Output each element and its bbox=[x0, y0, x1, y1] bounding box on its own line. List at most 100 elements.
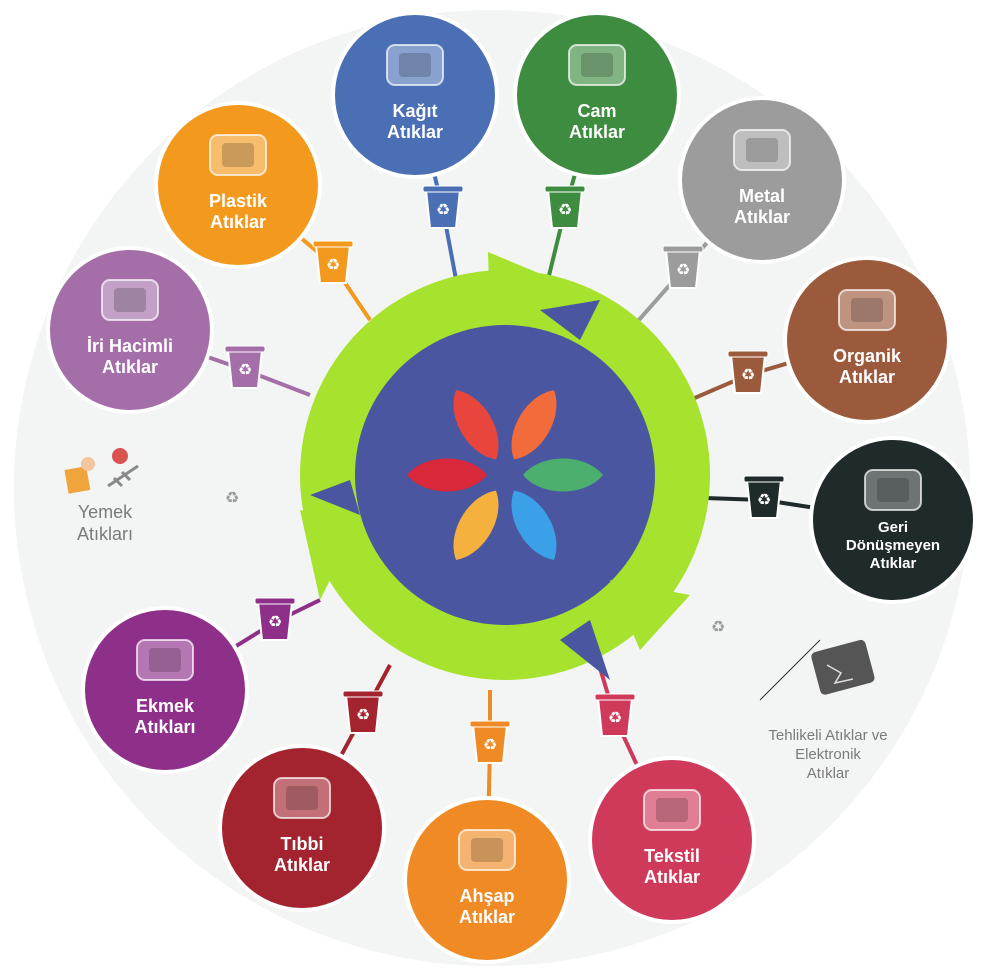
category-label-line: Tıbbi bbox=[281, 834, 324, 854]
category-label-line: Ahşap bbox=[459, 886, 514, 906]
recycle-bin-icon: ♻ bbox=[312, 240, 354, 284]
petal-red bbox=[453, 390, 499, 460]
category-nodes: KağıtAtıklar♻CamAtıklar♻MetalAtıklar♻Org… bbox=[46, 11, 977, 964]
non-recyclable-icon bbox=[864, 469, 922, 511]
loose-label-line: Yemek bbox=[78, 502, 133, 522]
recycle-bin-icon: ♻ bbox=[224, 345, 266, 389]
category-circle bbox=[85, 610, 245, 770]
recycle-bin-icon: ♻ bbox=[469, 720, 511, 764]
medical-syringe-icon bbox=[273, 777, 331, 819]
center-recycle-emblem bbox=[300, 252, 710, 680]
recycle-bin-icon: ♻ bbox=[662, 245, 704, 289]
recycle-symbol: ♻ bbox=[326, 255, 340, 274]
arrow-gap-bottom bbox=[560, 620, 610, 680]
category-circle bbox=[787, 260, 947, 420]
category-circle bbox=[158, 105, 318, 265]
category-label-line: Atıklar bbox=[210, 212, 266, 232]
recycle-symbol: ♻ bbox=[676, 260, 690, 279]
category-label-line: Atıkları bbox=[134, 717, 195, 737]
category-circle bbox=[407, 800, 567, 960]
loose-label-line: Tehlikeli Atıklar ve bbox=[768, 727, 887, 744]
category-circle bbox=[682, 100, 842, 260]
petal-green bbox=[523, 458, 603, 492]
category-circle bbox=[813, 440, 973, 600]
category-circle bbox=[50, 250, 210, 410]
category-label-line: Kağıt bbox=[393, 101, 438, 121]
recycle-bin-icon: ♻ bbox=[594, 693, 636, 737]
recycle-symbol: ♻ bbox=[558, 200, 572, 219]
recycle-bin-icon: ♻ bbox=[422, 185, 464, 229]
arrow-head-top bbox=[488, 252, 560, 318]
recycle-symbol: ♻ bbox=[757, 490, 771, 509]
petal-blue bbox=[511, 490, 557, 560]
category-label-line: Dönüşmeyen bbox=[846, 537, 940, 554]
category-label-line: İri Hacimli bbox=[87, 336, 173, 356]
loose-label-line: Elektronik bbox=[795, 746, 861, 763]
recycle-symbol: ♻ bbox=[225, 488, 239, 507]
arrow-head-left bbox=[300, 510, 360, 600]
category-label-line: Atıklar bbox=[839, 367, 895, 387]
loose-label-line: Atıkları bbox=[77, 524, 133, 544]
recycle-symbol: ♻ bbox=[608, 708, 622, 727]
food-scraps-icon bbox=[64, 448, 139, 494]
category-label-line: Ekmek bbox=[136, 696, 195, 716]
recycle-symbol: ♻ bbox=[711, 617, 725, 636]
category-label-line: Metal bbox=[739, 186, 785, 206]
recycle-bin-icon: ♻ bbox=[743, 475, 785, 519]
petal-crimson bbox=[407, 458, 487, 492]
category-label-line: Geri bbox=[878, 519, 908, 536]
petal-orange bbox=[511, 390, 557, 460]
category-label-line: Atıklar bbox=[102, 357, 158, 377]
wood-pallet-icon bbox=[458, 829, 516, 871]
category-label-line: Atıklar bbox=[387, 122, 443, 142]
category-label-line: Atıklar bbox=[569, 122, 625, 142]
recycle-bin-icon: ♻ bbox=[342, 690, 384, 734]
arrow-head-right bbox=[610, 580, 690, 650]
broken-tablet-icon bbox=[759, 639, 875, 701]
paper-icon bbox=[386, 44, 444, 86]
recycle-bin-icon: ♻ bbox=[727, 350, 769, 394]
category-circle bbox=[592, 760, 752, 920]
category-circle bbox=[517, 15, 677, 175]
bread-icon bbox=[136, 639, 194, 681]
center-disc bbox=[355, 325, 655, 625]
recycle-symbol: ♻ bbox=[268, 612, 282, 631]
category-label-line: Atıklar bbox=[734, 207, 790, 227]
recycle-symbol: ♻ bbox=[741, 365, 755, 384]
recycle-symbol: ♻ bbox=[436, 200, 450, 219]
textile-icon bbox=[643, 789, 701, 831]
recycle-bin-icon: ♻ bbox=[544, 185, 586, 229]
recycle-symbol: ♻ bbox=[238, 360, 252, 379]
category-label-line: Organik bbox=[833, 346, 902, 366]
petal-yellow bbox=[453, 490, 499, 560]
sofa-icon bbox=[101, 279, 159, 321]
flower-logo bbox=[407, 390, 603, 560]
plastic-bottles-icon bbox=[209, 134, 267, 176]
organic-waste-icon bbox=[838, 289, 896, 331]
category-label-line: Atıklar bbox=[870, 555, 917, 572]
arrow-gap-left bbox=[310, 480, 360, 515]
loose-label-line: Atıklar bbox=[807, 765, 850, 782]
glass-bottles-icon bbox=[568, 44, 626, 86]
category-label-line: Tekstil bbox=[644, 846, 700, 866]
metal-cans-icon bbox=[733, 129, 791, 171]
recycle-bin-icon: ♻ bbox=[254, 597, 296, 641]
category-circle bbox=[222, 748, 382, 908]
recycle-symbol: ♻ bbox=[356, 705, 370, 724]
category-label-line: Atıklar bbox=[644, 867, 700, 887]
category-label-line: Atıklar bbox=[274, 855, 330, 875]
